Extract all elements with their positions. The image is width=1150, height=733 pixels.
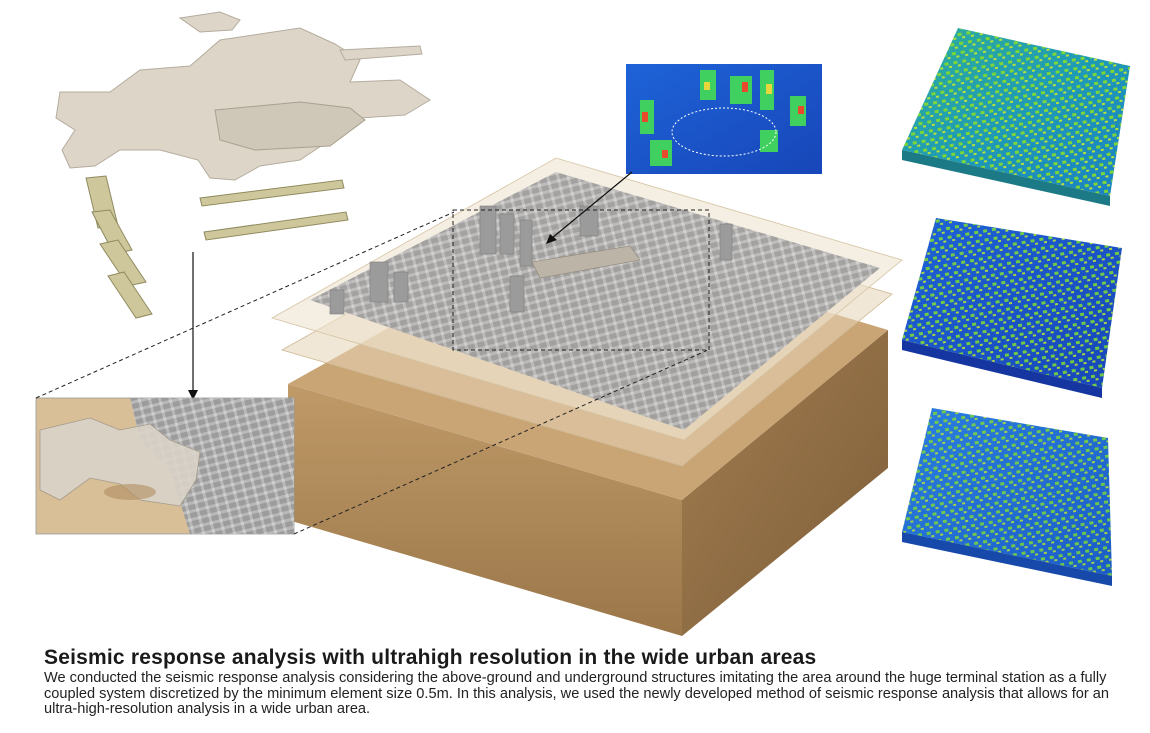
subway-tunnels [85, 175, 349, 319]
tower-9 [329, 289, 345, 315]
inset-buildings [130, 398, 294, 534]
inset-connectors [35, 211, 709, 535]
station-highlight-ellipse [671, 107, 777, 157]
caption-title: Seismic response analysis with ultrahigh… [44, 646, 817, 669]
tower-2 [499, 213, 515, 255]
inset-shadow [104, 484, 156, 500]
zoom-pointer-arrow [546, 171, 633, 244]
down-arrow [188, 252, 198, 400]
tower-8 [719, 223, 733, 261]
zoomed-underground-inset [35, 397, 295, 535]
tower-5 [393, 271, 409, 303]
tower-3 [519, 219, 533, 267]
tunnel-5 [199, 179, 345, 207]
inset-underground [39, 417, 201, 507]
underground-lower-hall [214, 101, 366, 151]
response-map-1 [902, 28, 1130, 206]
tower-4 [369, 261, 389, 303]
tunnel-2 [91, 209, 133, 255]
figure-canvas [35, 11, 1130, 636]
tunnel-4 [107, 271, 153, 319]
underground-structures-model [55, 11, 431, 319]
response-map-3 [902, 408, 1112, 586]
caption-body: We conducted the seismic response analys… [44, 670, 1110, 717]
soil-body-side [682, 330, 888, 636]
response-map-2 [902, 218, 1122, 398]
tower-6 [509, 275, 525, 313]
soil-body-front [288, 384, 682, 636]
focus-region-box [452, 209, 710, 351]
underground-corridor-upper [178, 11, 241, 33]
tunnel-3 [99, 239, 147, 287]
high-rise-buildings [329, 205, 733, 315]
response-zoom-inset [626, 64, 822, 174]
tower-1 [479, 205, 497, 255]
tower-7 [579, 205, 599, 237]
tunnel-6 [203, 211, 349, 241]
coupled-soil-building-model [270, 157, 903, 636]
station-tracks [531, 245, 641, 279]
underground-corridor-right [339, 45, 423, 61]
